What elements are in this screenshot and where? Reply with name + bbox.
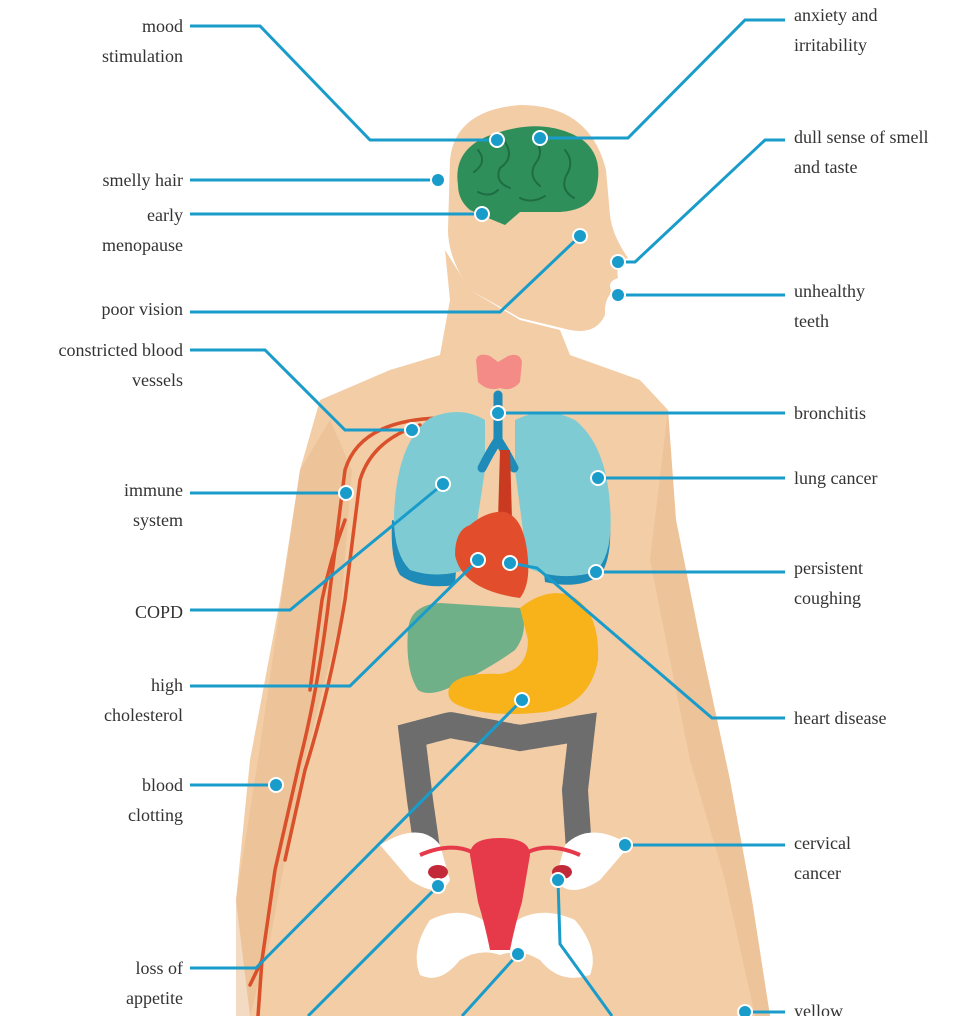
label-anxiety-irritability: anxiety and irritability xyxy=(794,0,877,60)
label-smell-taste: dull sense of smell and taste xyxy=(794,122,928,182)
label-unhealthy-teeth: unhealthy teeth xyxy=(794,276,865,336)
label-loss-of-appetite: loss of appetite xyxy=(126,953,183,1013)
label-poor-vision: poor vision xyxy=(101,294,183,324)
leader-anxiety xyxy=(540,20,785,138)
label-lung-cancer: lung cancer xyxy=(794,463,877,493)
label-mood-stimulation: mood stimulation xyxy=(102,11,183,71)
label-smelly-hair: smelly hair xyxy=(103,165,183,195)
label-copd: COPD xyxy=(135,597,183,627)
label-cervical-cancer: cervical cancer xyxy=(794,828,851,888)
leader-smell-taste xyxy=(618,140,785,262)
label-bronchitis: bronchitis xyxy=(794,398,866,428)
label-immune-system: immune system xyxy=(124,475,183,535)
label-blood-clotting: blood clotting xyxy=(128,770,183,830)
label-yellow: yellow xyxy=(794,996,843,1016)
leader-mood xyxy=(190,26,497,140)
label-high-cholesterol: high cholesterol xyxy=(104,670,183,730)
label-heart-disease: heart disease xyxy=(794,703,886,733)
label-early-menopause: early menopause xyxy=(102,200,183,260)
label-persistent-coughing: persistent coughing xyxy=(794,553,863,613)
label-constricted-blood-vessels: constricted blood vessels xyxy=(59,335,183,395)
